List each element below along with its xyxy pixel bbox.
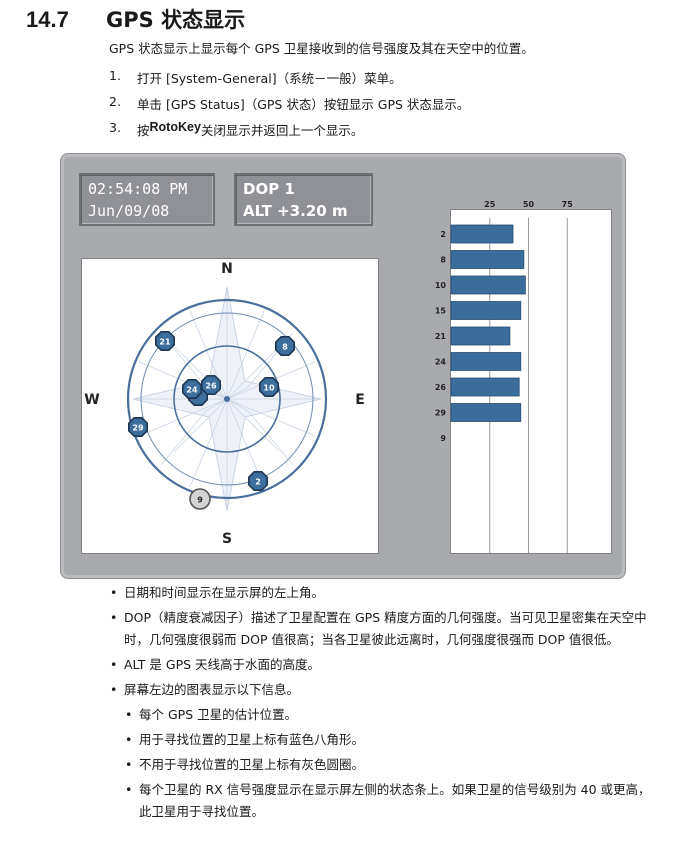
note-item: DOP（精度衰减因子）描述了卫星配置在 GPS 精度方面的几何强度。当可见卫星密… [109,607,654,651]
satellite-id-label: 9 [197,496,203,505]
satellite-id-label: 21 [159,338,171,347]
section-heading: 14.7 GPS 状态显示 [26,4,245,34]
sub-note-item: 每个 GPS 卫星的估计位置。 [124,704,654,726]
signal-sat-label: 2 [440,230,446,239]
used-satellite-marker: 21 [155,331,175,351]
signal-bar [450,326,511,346]
time-readout: 02:54:08 PM [88,180,188,198]
used-satellite-marker: 26 [201,375,221,395]
signal-sat-label: 21 [435,332,447,341]
signal-bar [450,403,522,422]
used-satellite-marker: 29 [127,417,148,437]
gps-status-screen: 02:54:08 PM Jun/09/08 DOP 1 ALT +3.20 m [60,153,626,579]
step-item: 1.打开 [System-General]（系统－一般）菜单。 [109,68,402,86]
north-label: N [221,261,233,277]
rotokey-label: RotoKey [149,120,201,134]
satellite-id-label: 29 [132,424,144,433]
signal-axis-tick-label: 25 [484,200,496,209]
used-satellite-marker: 24 [182,379,208,406]
signal-sat-label: 15 [435,307,447,316]
satellite-id-label: 10 [263,384,275,393]
satellite-id-label: 2 [255,478,261,487]
section-title: GPS 状态显示 [106,8,246,32]
unused-satellite-marker: 9 [189,488,211,510]
time-date-box: 02:54:08 PM Jun/09/08 [79,173,215,226]
signal-strength-panel: 25 50 75 2 8 10 15 21 24 26 29 9 [435,200,612,554]
satellite-id-label: 24 [186,386,198,395]
notes-list: 日期和时间显示在显示屏的左上角。 DOP（精度衰减因子）描述了卫星配置在 GPS… [109,582,654,826]
signal-sat-label: 10 [435,281,447,290]
horizon-ring [126,298,328,500]
step-item: 3.按 RotoKey 关闭显示并返回上一个显示。 [109,120,469,146]
outer-ring [140,312,314,486]
signal-sat-label: 24 [435,358,447,367]
signal-bar [450,224,514,244]
used-satellite-marker: 8 [275,336,295,356]
dop-alt-box: DOP 1 ALT +3.20 m [234,173,373,226]
east-label: E [355,392,365,408]
signal-sat-label: 8 [440,256,446,265]
dop-readout: DOP 1 [243,180,295,198]
signal-sat-label: 29 [435,409,447,418]
satellite-id-label: 26 [205,382,217,391]
signal-bar-chart: 25 50 75 2 8 10 15 21 24 26 29 9 [435,200,573,553]
sub-note-item: 每个卫星的 RX 信号强度显示在显示屏左侧的状态条上。如果卫星的信号级别为 40… [124,779,654,823]
satellite-id-label: 8 [282,343,288,352]
middle-ring [173,345,281,453]
west-label: W [84,392,99,408]
signal-bar [450,352,522,371]
sub-note-item: 用于寻找位置的卫星上标有蓝色八角形。 [124,729,654,751]
signal-bar [450,275,526,295]
sub-note-item: 不用于寻找位置的卫星上标有灰色圆圈。 [124,754,654,776]
signal-axis-tick-label: 75 [562,200,574,209]
note-item: ALT 是 GPS 天线高于水面的高度。 [109,654,654,676]
signal-bar [450,250,525,269]
note-item: 屏幕左边的图表显示以下信息。 [109,679,654,701]
signal-sat-label: 26 [435,383,447,392]
date-readout: Jun/09/08 [88,202,170,220]
step-item: 2.单击 [GPS Status]（GPS 状态）按钮显示 GPS 状态显示。 [109,94,470,112]
signal-bar [450,377,520,397]
signal-sat-label: 9 [440,434,446,443]
note-item: 日期和时间显示在显示屏的左上角。 [109,582,654,604]
signal-bar [450,301,522,320]
zenith-point [224,396,230,402]
step-list: 1.打开 [System-General]（系统－一般）菜单。 2.单击 [GP… [109,68,469,146]
alt-readout: ALT +3.20 m [243,202,348,220]
used-satellite-marker: 2 [248,471,268,491]
section-number: 14.7 [26,7,69,32]
signal-axis-tick-label: 50 [523,200,535,209]
south-label: S [222,531,232,547]
intro-paragraph: GPS 状态显示上显示每个 GPS 卫星接收到的信号强度及其在天空中的位置。 [109,41,534,56]
used-satellite-marker: 10 [259,377,279,397]
